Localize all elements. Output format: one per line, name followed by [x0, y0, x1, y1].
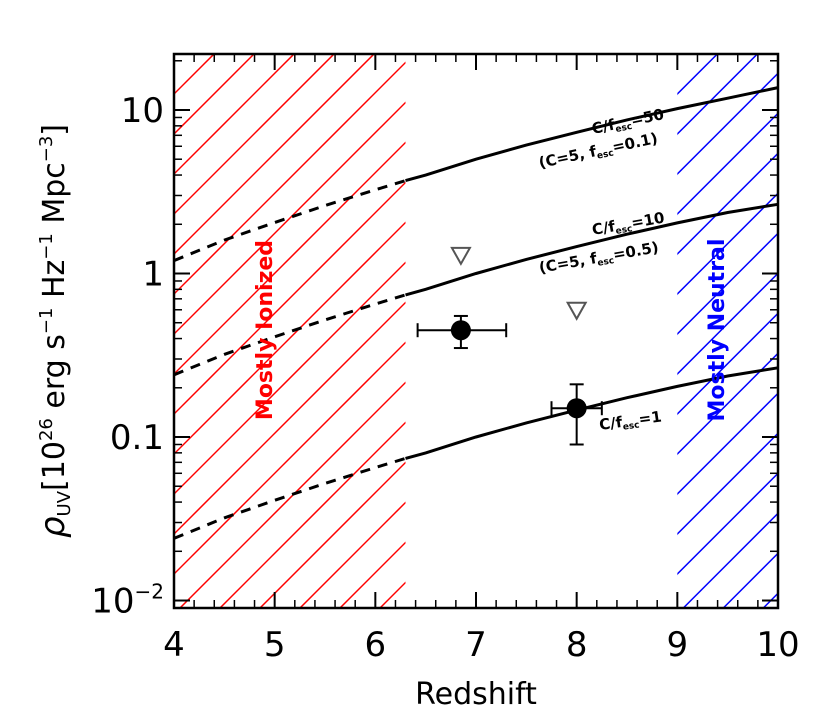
x-tick-label: 4	[163, 625, 185, 665]
hatch-line	[420, 0, 830, 608]
shaded-regions	[174, 0, 830, 608]
hatch-line	[174, 61, 406, 296]
region-label-0: Mostly Ionized	[253, 240, 278, 420]
hatch-line	[174, 54, 336, 216]
region-hatch-0	[174, 0, 830, 608]
hatch-line	[174, 141, 406, 376]
hatch-line	[677, 72, 778, 176]
y-tick-label: 1	[142, 254, 164, 294]
hatch-line	[174, 341, 406, 576]
hatch-line	[174, 54, 296, 176]
data-points	[416, 246, 603, 446]
upper-limit-1	[565, 301, 588, 321]
model-curve-0-dashed	[173, 179, 406, 262]
hatch-line	[299, 501, 406, 608]
x-tick-label: 9	[667, 625, 689, 665]
hatch-line	[677, 232, 778, 336]
y-tick-label: 0.1	[110, 418, 164, 458]
hatch-line	[219, 421, 406, 608]
model-curve-1-solid	[405, 202, 779, 297]
hatch-line	[762, 592, 778, 608]
x-tick-label: 7	[465, 625, 487, 665]
hatch-line	[677, 472, 778, 576]
x-tick-label: 10	[756, 625, 799, 665]
y-tick-label: 10	[121, 91, 164, 131]
region-label-1: Mostly Neutral	[705, 239, 730, 422]
hatch-line	[174, 301, 406, 536]
data-point-0	[450, 320, 471, 341]
model-curve-1-dashed	[173, 293, 406, 377]
hatch-line	[174, 221, 406, 456]
x-tick-label: 5	[264, 625, 286, 665]
hatch-line	[174, 54, 256, 136]
hatch-line	[179, 381, 406, 608]
hatch-line	[259, 461, 406, 608]
y-axis-title: ρUV[1026 erg s−1 Hz−1 Mpc−3]	[33, 124, 75, 538]
hatch-line	[174, 181, 406, 416]
model-curve-0-solid	[405, 86, 779, 183]
hatch-line	[174, 54, 376, 256]
hatch-line	[677, 54, 679, 56]
curve-label-2: C/fesc=1	[598, 407, 663, 436]
data-point-1	[566, 398, 587, 419]
model-curve-2-dashed	[173, 456, 406, 540]
x-axis-title: Redshift	[415, 677, 537, 712]
hatch-line	[722, 552, 778, 608]
hatch-line	[174, 261, 406, 496]
hatch-line	[174, 101, 406, 336]
y-tick-label: 10−2	[91, 580, 164, 622]
hatch-line	[677, 392, 778, 496]
curve-label-1: C/fesc=10	[591, 208, 667, 240]
curve-sublabel-1: (C=5, fesc=0.5)	[538, 238, 661, 279]
hatch-line	[677, 272, 778, 376]
region-lines-0	[174, 0, 830, 608]
hatch-line	[677, 432, 778, 536]
plot-frame: 4 5 6 7 8 9 10 10−2 0.1 1 10	[91, 52, 800, 665]
x-tick-label: 6	[365, 625, 387, 665]
hatch-line	[803, 0, 830, 608]
upper-limit-0	[450, 246, 472, 266]
x-tick-label: 8	[566, 625, 588, 665]
